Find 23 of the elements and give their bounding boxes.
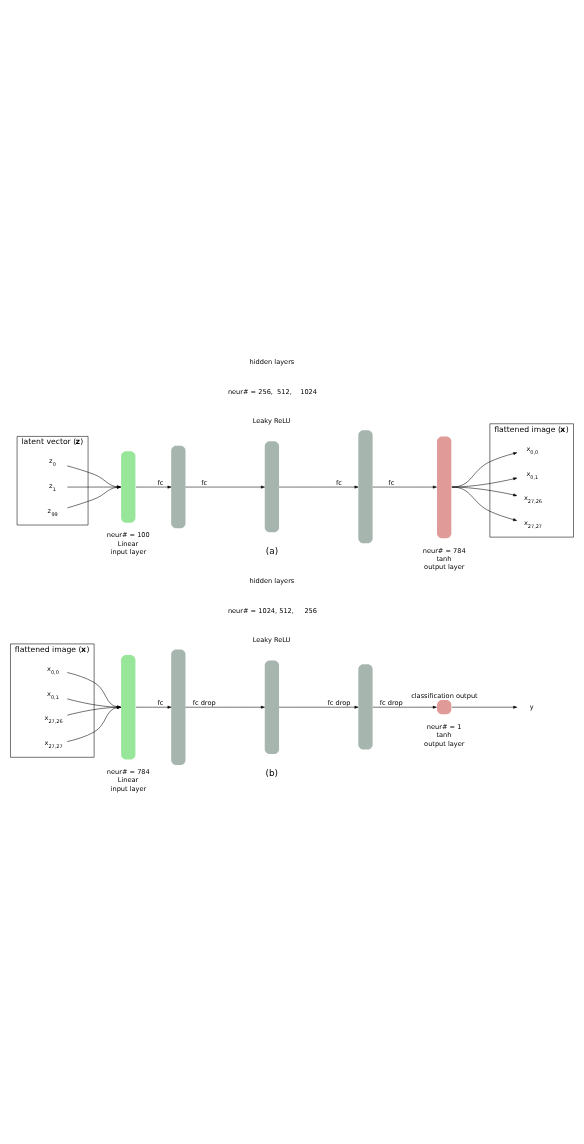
- arrow: [278, 705, 359, 709]
- arrow: [372, 485, 437, 488]
- node-bar: [437, 435, 452, 538]
- arrow: [185, 485, 265, 488]
- arrow: [278, 485, 359, 488]
- label: (b): [265, 767, 279, 778]
- arrow: [451, 486, 517, 521]
- node-bar: [358, 663, 373, 750]
- node-bar: [121, 450, 136, 523]
- arrow: [135, 485, 172, 488]
- node-bar: [264, 659, 280, 754]
- node-bar: [121, 654, 136, 759]
- node-bar: [264, 440, 280, 532]
- arrow: [372, 705, 437, 709]
- label: (a): [265, 545, 279, 556]
- node-bar: [171, 648, 186, 765]
- node-bar: [358, 429, 373, 543]
- node-box: [437, 699, 452, 714]
- arrow: [185, 705, 265, 709]
- arrow: [451, 486, 518, 496]
- node-bar: [171, 445, 186, 528]
- arrow: [135, 705, 172, 709]
- arrow: [451, 705, 518, 709]
